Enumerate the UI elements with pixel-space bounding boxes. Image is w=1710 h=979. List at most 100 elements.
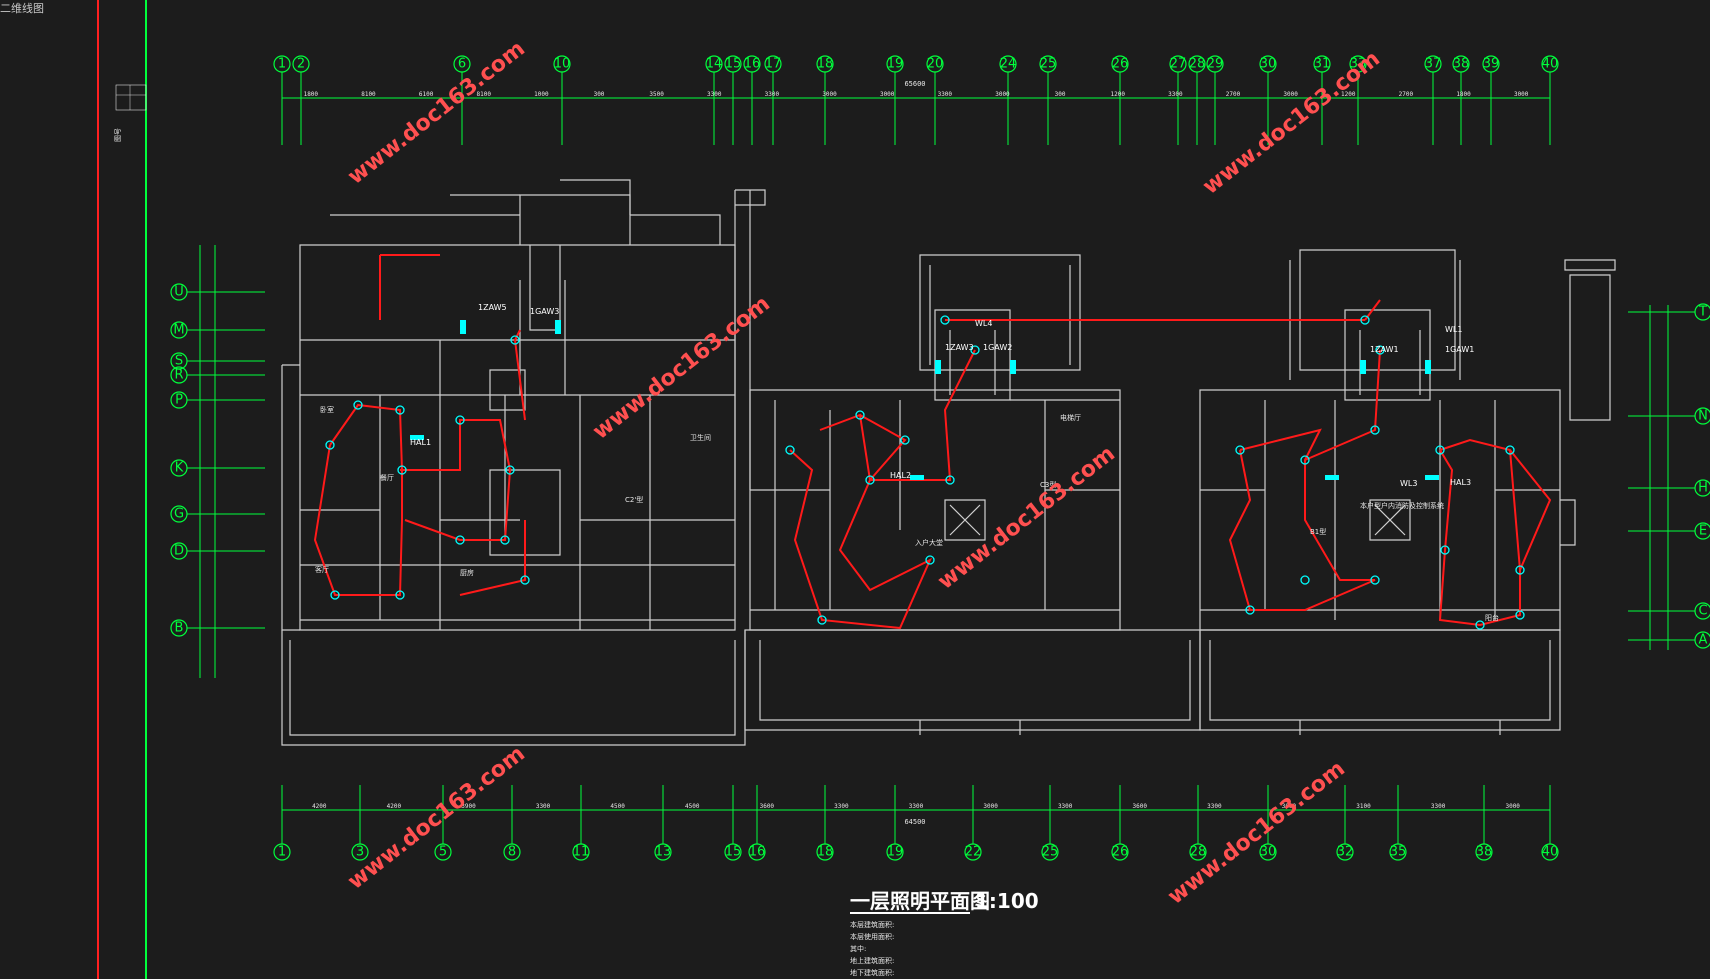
axis-label-left: D xyxy=(174,544,184,559)
axis-bubble-bottom xyxy=(351,843,369,861)
area-note: 其中: xyxy=(850,944,866,953)
axis-label-right: T xyxy=(1698,305,1707,320)
dimension-bottom: 4500 xyxy=(685,803,700,810)
dimension-bottom: 3300 xyxy=(1431,803,1446,810)
axis-bubble-bottom xyxy=(503,843,521,861)
watermark-text: www.doc163.com xyxy=(588,291,775,444)
dimension-top: 3000 xyxy=(822,91,837,98)
axis-label-bottom: 3 xyxy=(356,845,364,860)
axis-label-top: 30 xyxy=(1260,57,1277,72)
axis-bubble-right xyxy=(1694,522,1710,540)
drawing-scale: 1:100 xyxy=(975,889,1039,913)
axis-label-top: 2 xyxy=(297,57,305,72)
dimension-top: 3300 xyxy=(707,91,722,98)
axis-bubble-bottom xyxy=(654,843,672,861)
dimension-bottom: 4200 xyxy=(387,803,402,810)
axis-label-right: N xyxy=(1698,409,1708,424)
axis-bubble-bottom xyxy=(748,843,766,861)
axis-label-left: U xyxy=(174,285,184,300)
panel-label: 1GAW3 xyxy=(530,307,559,316)
dimension-top: 1800 xyxy=(1456,91,1471,98)
area-note: 本层使用面积: xyxy=(850,932,894,941)
axis-bubble-left xyxy=(170,542,188,560)
axis-bubble-top xyxy=(1541,55,1559,73)
dimension-bottom: 3300 xyxy=(1058,803,1073,810)
room-label: B1型 xyxy=(1310,527,1326,536)
dimension-top: 6100 xyxy=(419,91,434,98)
axis-label-left: S xyxy=(175,354,183,369)
panel-label: WL4 xyxy=(975,319,992,328)
axis-bubble-right xyxy=(1694,303,1710,321)
watermark-text: www.doc163.com xyxy=(343,741,530,894)
axis-label-top: 20 xyxy=(927,57,944,72)
axis-bubble-top xyxy=(273,55,291,73)
room-label: 卧室 xyxy=(320,405,334,414)
axis-label-top: 15 xyxy=(725,57,742,72)
axis-bubble-bottom xyxy=(1389,843,1407,861)
axis-bubble-right xyxy=(1694,602,1710,620)
axis-label-top: 26 xyxy=(1112,57,1129,72)
dimension-bottom: 3000 xyxy=(1282,803,1297,810)
axis-label-bottom: 5 xyxy=(439,845,447,860)
axis-label-top: 37 xyxy=(1425,57,1442,72)
axis-bubble-left xyxy=(170,505,188,523)
dimension-bottom: 3000 xyxy=(983,803,998,810)
dimension-bottom: 3300 xyxy=(834,803,849,810)
drawing-title: 一层照明平面图 xyxy=(850,889,990,913)
axis-label-left: K xyxy=(175,461,184,476)
axis-label-bottom: 30 xyxy=(1260,845,1277,860)
room-labels: 卧室客厅餐厅厨房卫生间入户大堂电梯厅阳台本户型户内消防及控制系统C2'型C3型B… xyxy=(315,405,1499,622)
panel-label: 1GAW1 xyxy=(1445,345,1474,354)
dimension-top: 8100 xyxy=(361,91,376,98)
axis-label-bottom: 25 xyxy=(1042,845,1059,860)
axis-bubble-bottom xyxy=(816,843,834,861)
axis-bubble-bottom xyxy=(1189,843,1207,861)
room-label: 入户大堂 xyxy=(915,538,943,547)
area-note: 地下建筑面积: xyxy=(850,968,894,977)
axis-label-bottom: 22 xyxy=(965,845,982,860)
axis-bubble-bottom xyxy=(434,843,452,861)
axis-bubble-top xyxy=(292,55,310,73)
watermark-text: www.doc163.com xyxy=(933,441,1120,594)
tab-label[interactable]: 二维线图 xyxy=(0,2,44,15)
axis-label-bottom: 13 xyxy=(655,845,672,860)
axis-bubble-bottom xyxy=(1336,843,1354,861)
area-notes: 本层建筑面积:本层使用面积:其中:地上建筑面积:地下建筑面积: xyxy=(850,920,894,977)
axis-bubble-top xyxy=(1482,55,1500,73)
dimension-top: 2700 xyxy=(1226,91,1241,98)
room-label: 客厅 xyxy=(315,565,329,574)
axis-label-top: 28 xyxy=(1189,57,1206,72)
room-label: C2'型 xyxy=(625,495,643,504)
dimension-bottom: 3300 xyxy=(909,803,924,810)
watermark-text: www.doc163.com xyxy=(1163,756,1350,909)
axis-bubble-top xyxy=(886,55,904,73)
dimension-top: 3000 xyxy=(995,91,1010,98)
dimension-top: 3300 xyxy=(938,91,953,98)
axis-bubble-top xyxy=(553,55,571,73)
axis-bubble-left xyxy=(170,321,188,339)
axis-label-left: P xyxy=(175,393,183,408)
axis-label-top: 16 xyxy=(744,57,761,72)
axis-bubble-left xyxy=(170,391,188,409)
axis-bubble-bottom xyxy=(273,843,291,861)
panel-label: HAL3 xyxy=(1450,478,1471,487)
total-dimension-top: 65600 xyxy=(904,80,925,88)
dimension-top: 1200 xyxy=(1111,91,1126,98)
axis-bubble-top xyxy=(1259,55,1277,73)
axis-bubble-top xyxy=(1039,55,1057,73)
axis-bubble-right xyxy=(1694,631,1710,649)
dimension-top: 2700 xyxy=(1399,91,1414,98)
axis-label-top: 6 xyxy=(458,57,466,72)
axis-label-right: C xyxy=(1698,604,1707,619)
axis-label-bottom: 26 xyxy=(1112,845,1129,860)
axis-bubble-bottom xyxy=(1259,843,1277,861)
area-note: 地上建筑面积: xyxy=(850,956,894,965)
axis-label-top: 25 xyxy=(1040,57,1057,72)
axis-label-top: 24 xyxy=(1000,57,1017,72)
axis-bubble-right xyxy=(1694,479,1710,497)
